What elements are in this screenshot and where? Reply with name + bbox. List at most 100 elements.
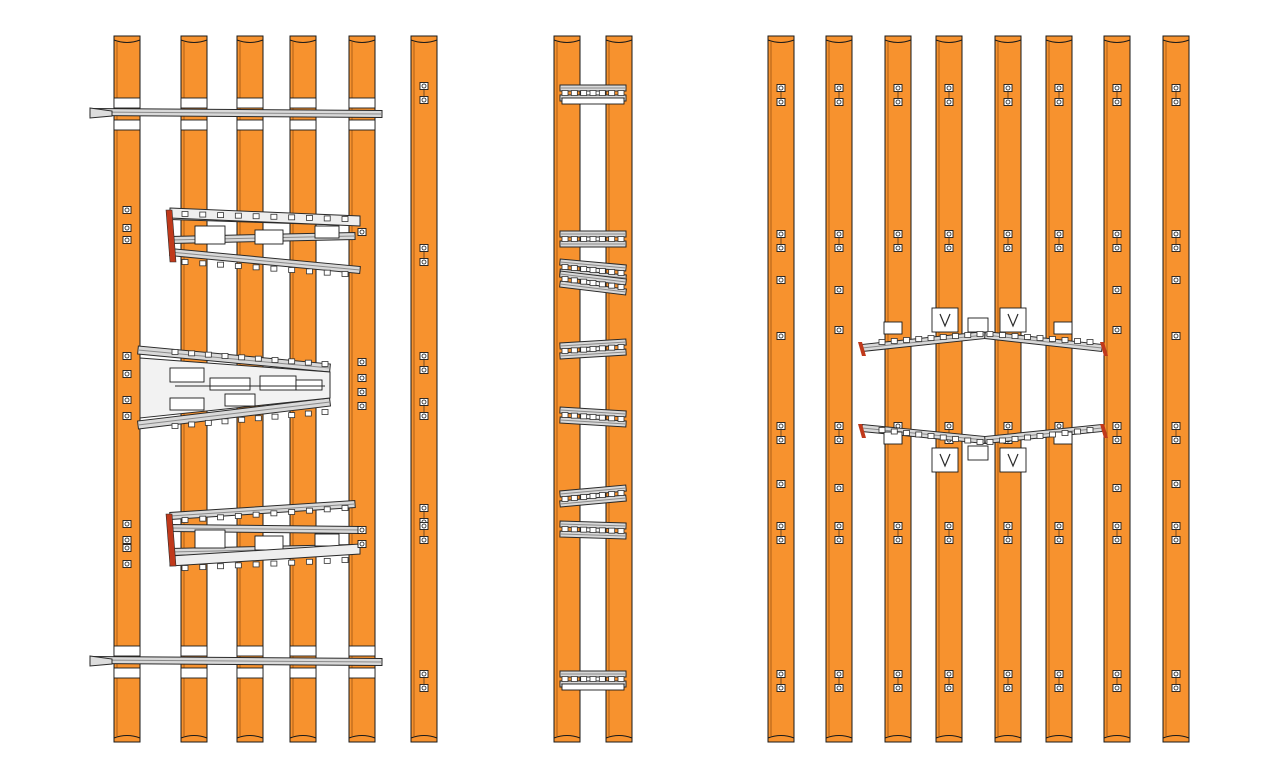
rail-clip (608, 527, 616, 534)
rail-clip (580, 346, 588, 353)
baseplate-bottom (180, 119, 208, 131)
rail-clip (188, 421, 196, 428)
fastener-bolt (1112, 244, 1122, 252)
baseplate-bottom (348, 667, 376, 679)
fastener-bolt (1112, 536, 1122, 544)
fastener-bolt (1112, 422, 1122, 430)
fastener-bolt (357, 228, 367, 236)
crossing-rail (137, 345, 331, 373)
rail-clip (589, 236, 597, 242)
rail-clip (270, 213, 278, 220)
rail-clip (199, 564, 207, 571)
rail-clip (217, 514, 224, 521)
fastener-bolt (357, 388, 367, 396)
rail-clip (570, 265, 578, 271)
rail-clip (1086, 339, 1094, 345)
rail-clip (617, 528, 625, 534)
rail-clip (939, 334, 947, 340)
fastener-bolt (776, 480, 786, 488)
rail-clip (288, 559, 296, 566)
sleeper-body (553, 35, 581, 743)
fastener-bolt (776, 332, 786, 340)
rail-clip (254, 355, 262, 362)
sleeper-end-bottom (1045, 735, 1073, 739)
fastener-bolt (776, 670, 786, 678)
frog-block (209, 377, 251, 391)
fastener-bolt (122, 236, 132, 244)
rail-clip (617, 676, 625, 682)
rail-clip (617, 490, 625, 496)
rail-clip (341, 216, 349, 222)
sleeper-right-1 (767, 35, 795, 743)
rail-clip (617, 236, 625, 242)
fastener-bolt (419, 82, 429, 90)
rail-clip (341, 271, 349, 277)
fastener-bolt (776, 98, 786, 106)
cross-rail (89, 107, 383, 119)
sleeper-body (884, 35, 912, 743)
rail-clip (561, 526, 569, 532)
baseplate-top (289, 97, 317, 109)
sleeper-end-bottom (289, 735, 317, 739)
sleeper-end-bottom (410, 735, 438, 739)
rail-clip (608, 344, 616, 351)
fastener-bolt (776, 244, 786, 252)
baseplate-bottom (113, 667, 141, 679)
slide-chair (194, 529, 226, 549)
rail-clip (580, 494, 588, 500)
sleeper-body (935, 35, 963, 743)
sleeper-right-8 (1162, 35, 1190, 743)
rail-clip (1011, 333, 1019, 339)
baseplate (561, 683, 625, 691)
fastener-bolt (893, 84, 903, 92)
fastener-bolt (1054, 98, 1064, 106)
fastener-bolt (1112, 670, 1122, 678)
rail-clip (608, 90, 616, 96)
rail-clip (234, 513, 242, 519)
rail-clip (976, 331, 984, 337)
rail-clip (234, 263, 242, 269)
rail-clip (580, 266, 588, 272)
fastener-bolt (1003, 522, 1013, 530)
rail-clip (598, 281, 606, 288)
sleeper-end-bottom (1103, 735, 1131, 739)
baseplate-top (236, 97, 264, 109)
fastener-bolt (122, 396, 132, 404)
rail-clip (1024, 434, 1031, 441)
rail-clip (304, 410, 312, 417)
baseplate-top (180, 97, 208, 109)
fastener-bolt (357, 526, 367, 534)
baseplate-bottom (348, 119, 376, 131)
rail-end-marker (1100, 342, 1108, 356)
fastener-bolt (776, 436, 786, 444)
short-rail (559, 530, 627, 540)
fastener-bolt (776, 522, 786, 530)
fastener-bolt (122, 520, 132, 528)
baseplate (1053, 321, 1073, 335)
fastener-bolt (1003, 670, 1013, 678)
fastener-bolt (419, 536, 429, 544)
frog-block (224, 393, 256, 407)
sleeper-end-top (994, 39, 1022, 43)
fastener-bolt (357, 540, 367, 548)
rail-clip (580, 526, 588, 533)
cross-rail (89, 655, 383, 667)
center-block (967, 445, 989, 461)
fastener-bolt (893, 684, 903, 692)
rail-clip (617, 416, 625, 422)
rail-clip (589, 527, 597, 533)
baseplate-top (348, 97, 376, 109)
rail-clip (221, 353, 229, 359)
rail-clip (306, 214, 313, 221)
rail-clip (204, 419, 212, 426)
fastener-bolt (122, 370, 132, 378)
rail-clip (181, 211, 189, 217)
rail-clip (878, 427, 886, 433)
rail-clip (598, 268, 606, 274)
rail-clip (976, 439, 984, 445)
sleeper-body (825, 35, 853, 743)
fastener-bolt (1112, 436, 1122, 444)
fastener-bolt (1054, 84, 1064, 92)
slide-chair (194, 225, 226, 245)
wing-mark (939, 313, 951, 328)
